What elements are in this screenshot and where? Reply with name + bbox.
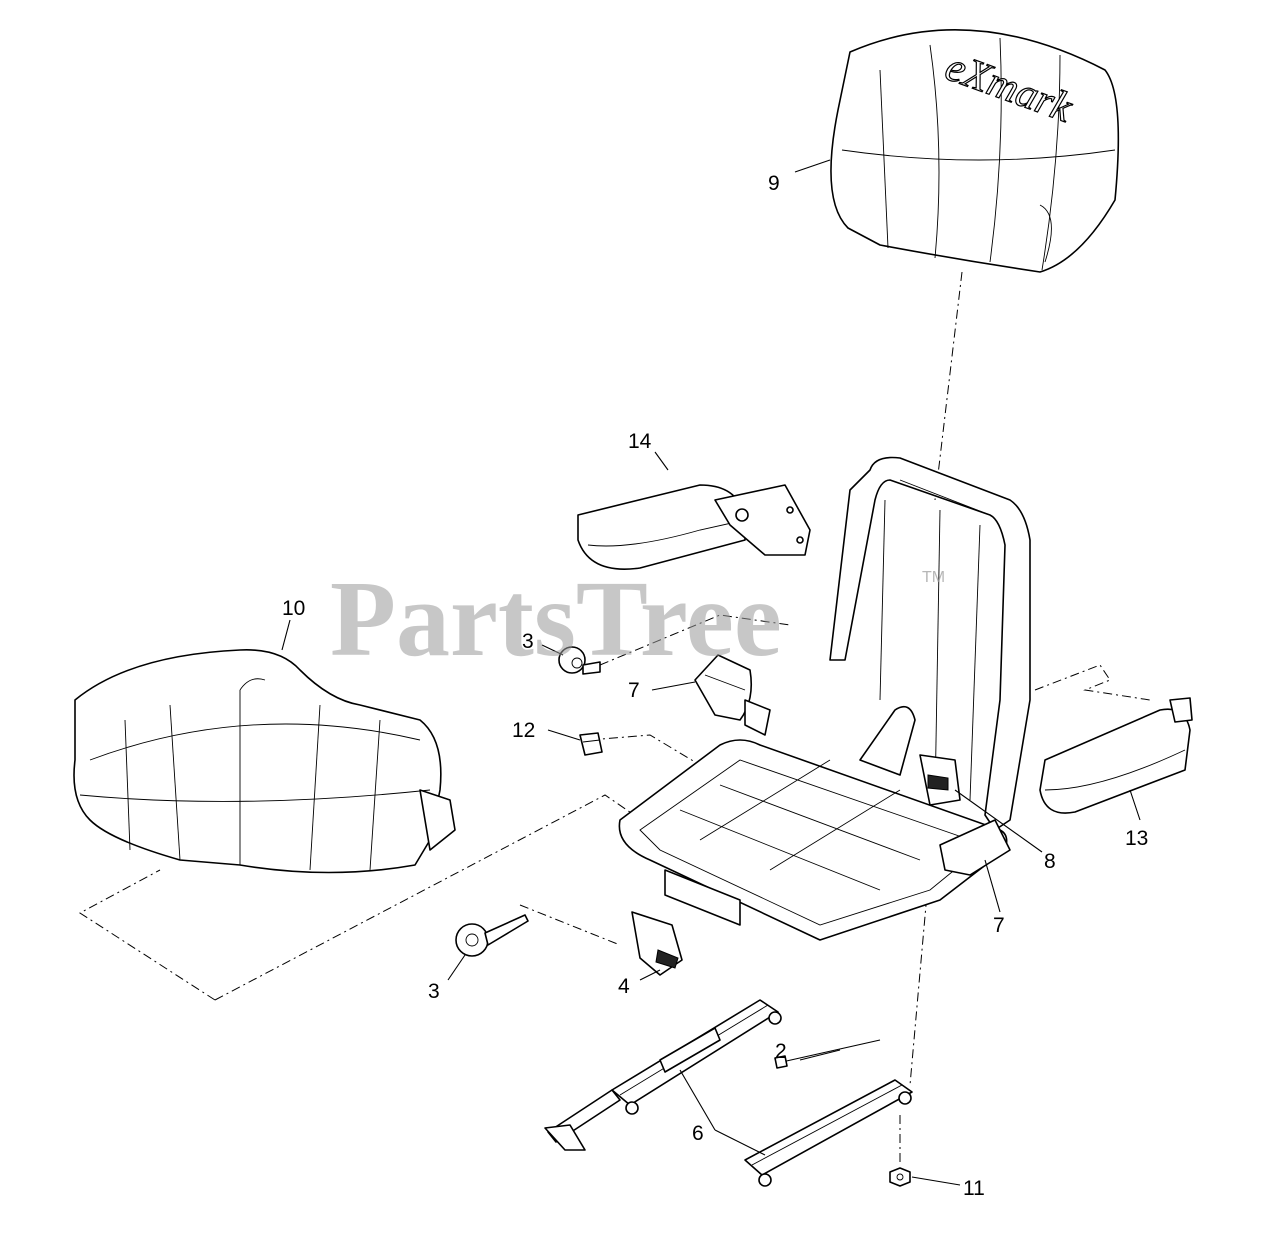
seat-frame <box>618 456 1031 941</box>
adjust-knob-lower[interactable] <box>455 914 529 957</box>
seat-slide-rail-left[interactable] <box>544 999 782 1151</box>
latch-switch-upper[interactable] <box>694 654 771 736</box>
callout-6[interactable]: 6 <box>692 1122 704 1145</box>
seat-slide-rail-right[interactable] <box>744 1079 913 1187</box>
buckle-bracket[interactable] <box>919 754 961 806</box>
hex-nut[interactable] <box>889 1167 911 1187</box>
callout-14[interactable]: 14 <box>628 430 652 453</box>
seat-switch[interactable] <box>579 732 603 756</box>
seat-cushion[interactable] <box>73 649 456 874</box>
callout-9[interactable]: 9 <box>768 172 780 195</box>
callout-7-lower[interactable]: 7 <box>993 914 1005 937</box>
callout-2[interactable]: 2 <box>775 1040 787 1063</box>
latch-switch-lower[interactable] <box>939 819 1011 876</box>
leader-lines <box>281 159 1141 1186</box>
callout-7-upper[interactable]: 7 <box>628 679 640 702</box>
watermark: PartsTree TM <box>330 560 945 679</box>
right-armrest[interactable] <box>1039 697 1193 814</box>
callout-8[interactable]: 8 <box>1044 850 1056 873</box>
callout-12[interactable]: 12 <box>512 719 535 742</box>
callout-13[interactable]: 13 <box>1125 827 1148 850</box>
left-armrest[interactable] <box>577 484 811 570</box>
callout-10[interactable]: 10 <box>282 597 305 620</box>
backrest-cushion[interactable]: eXmark <box>830 29 1120 273</box>
callout-labels: 9 14 10 3 7 12 13 8 7 3 4 2 6 11 <box>282 172 1148 1200</box>
watermark-trademark: TM <box>922 569 945 586</box>
callout-4[interactable]: 4 <box>618 975 630 998</box>
lever-bracket[interactable] <box>631 911 683 976</box>
callout-3-upper[interactable]: 3 <box>522 630 534 653</box>
callout-11[interactable]: 11 <box>963 1177 985 1200</box>
watermark-text: PartsTree <box>330 560 782 679</box>
adjust-knob-upper[interactable] <box>558 646 601 675</box>
callout-3-lower[interactable]: 3 <box>428 980 440 1003</box>
cable-tie[interactable] <box>774 1039 881 1069</box>
